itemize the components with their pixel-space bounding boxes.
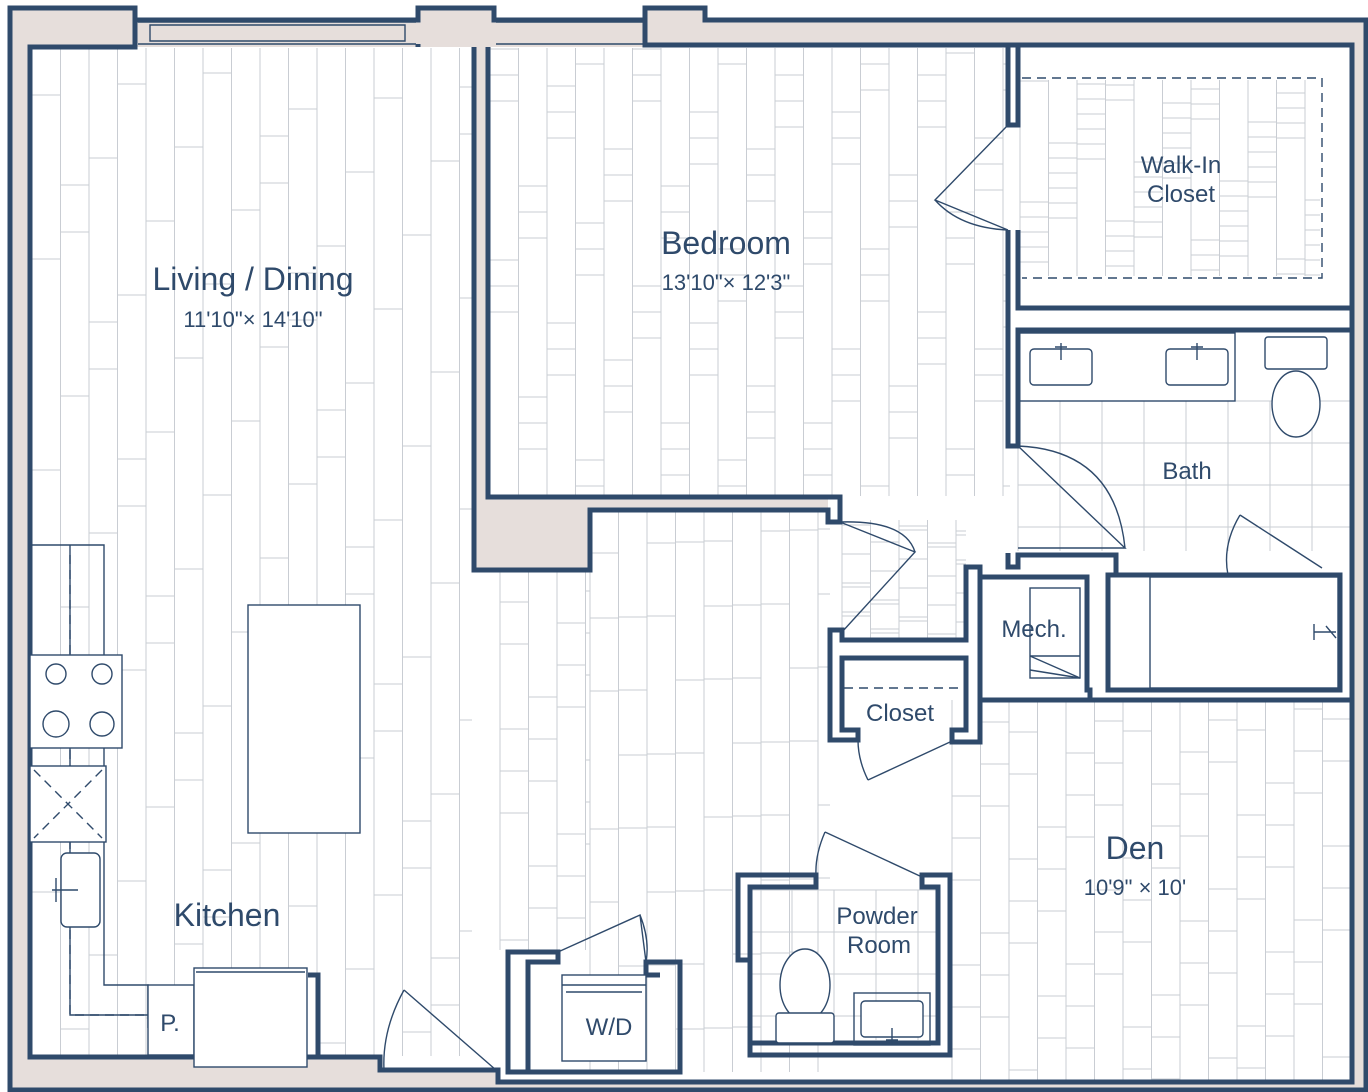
walk-in-closet-label-line2: Closet [1147,181,1215,208]
walk-in-closet-label-line1: Walk-In [1141,152,1221,179]
door-bath [1017,445,1127,549]
kitchen-island [247,604,361,834]
wall-living-bedroom-outline [415,44,843,573]
kitchen-faucet [52,878,78,902]
powder-toilet-tank [775,1012,835,1044]
mech-label: Mech. [1001,616,1066,643]
washer-dryer-walls [505,949,683,1075]
door-walk-in-closet [933,124,1009,231]
mech-unit [1029,587,1081,679]
bathtub [1149,576,1339,689]
window-frame-left [138,21,416,45]
door-bedroom [839,521,917,633]
shower-head [1313,624,1337,640]
toilet-bowl [1271,370,1321,438]
powder-room-walls [735,872,953,1058]
powder-room-label-line2: Room [847,932,911,959]
bath-label: Bath [1162,458,1211,485]
door-shower [1225,514,1323,576]
window-frame-right [496,21,643,45]
refrigerator [193,967,308,1068]
kitchen-label: Kitchen [174,897,281,933]
burner [45,663,67,685]
pantry-label: P. [160,1010,180,1037]
powder-toilet-bowl [779,948,831,1022]
bath-mech-walls [827,552,1343,745]
closet-label: Closet [866,700,934,727]
vanity-counter [1017,332,1236,402]
burner [42,710,70,738]
powder-faucet [886,1028,898,1045]
door-entry [383,989,497,1071]
exterior-wall-inner-outline [27,20,1355,1085]
door-washer-dryer [557,913,648,963]
den-label: Den [1106,830,1165,866]
door-closet [857,739,951,781]
door-powder-room [815,831,923,878]
washer-dryer-lines [562,984,646,993]
mech-unit-lines [1029,655,1081,679]
den-dimensions: 10'9" × 10' [1084,875,1186,900]
living-dining-dimensions: 11'10"× 14'10" [183,307,322,332]
washer-dryer [561,974,647,1062]
doors [383,124,1323,1071]
door-mech [1029,655,1081,679]
living-dining-label: Living / Dining [153,261,354,297]
wall-living-bedroom [474,47,828,570]
bedroom-label: Bedroom [661,225,791,261]
bedroom-dimensions: 13'10"× 12'3" [662,270,791,295]
toilet-tank [1264,336,1328,370]
kitchen-wall-right [308,972,321,1057]
washer-dryer-label: W/D [586,1014,633,1041]
powder-room-label-line1: Powder [836,903,917,930]
burner [91,663,113,685]
bath-faucets [1055,343,1203,360]
dishwasher-x [33,769,103,839]
walk-in-closet-shelf [1022,77,1323,279]
burner [89,711,115,737]
